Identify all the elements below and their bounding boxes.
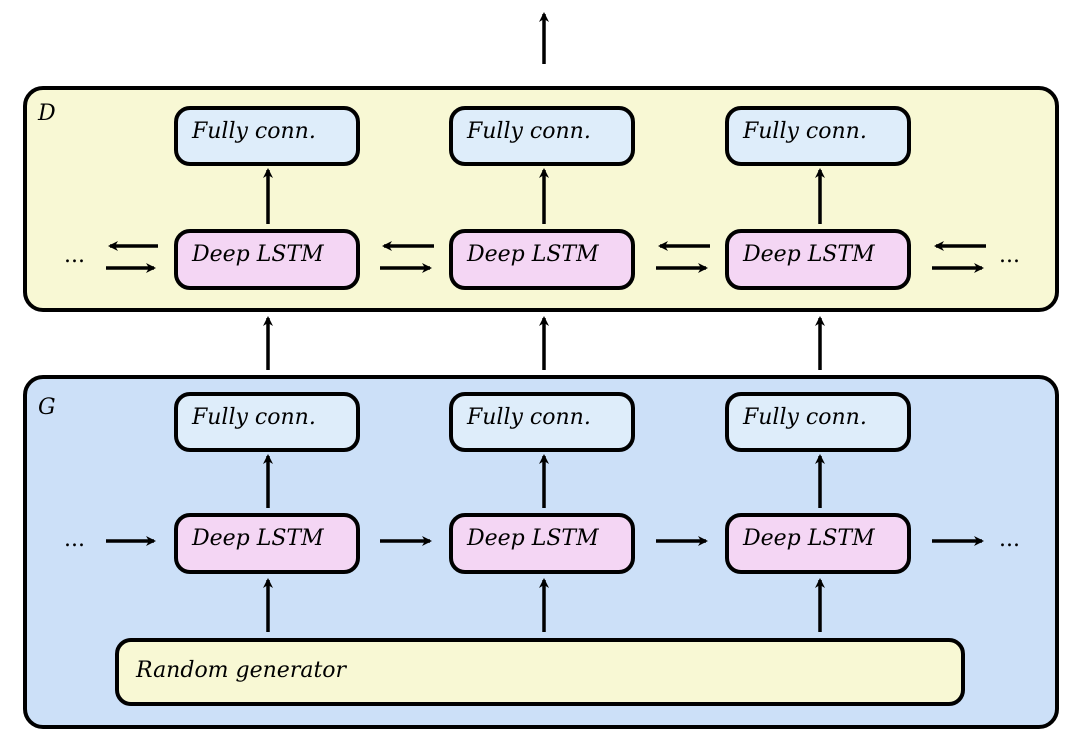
d-lstm-box-2	[449, 229, 635, 290]
d-fc-label-1: Fully conn.	[191, 119, 316, 144]
g-lstm-label-2: Deep LSTM	[466, 526, 599, 551]
g-fc-label-2: Fully conn.	[466, 405, 591, 430]
d-ellipsis-left: ...	[64, 243, 85, 268]
discriminator-panel: D Fully conn. Fully conn. Fully conn. De…	[23, 86, 1059, 312]
d-fc-box-2	[449, 106, 635, 166]
g-fc-box-3	[725, 392, 911, 452]
g-fc-box-1	[174, 392, 360, 452]
generator-panel: G Fully conn. Fully conn. Fully conn. De…	[23, 375, 1059, 729]
random-generator-label: Random generator	[135, 658, 348, 683]
g-ellipsis-right: ...	[999, 527, 1020, 552]
g-fc-label-1: Fully conn.	[191, 405, 316, 430]
generator-label: G	[38, 395, 56, 420]
d-fc-box-3	[725, 106, 911, 166]
g-lstm-label-3: Deep LSTM	[742, 526, 875, 551]
g-lstm-label-1: Deep LSTM	[191, 526, 324, 551]
d-fc-label-2: Fully conn.	[466, 119, 591, 144]
d-lstm-box-1	[174, 229, 360, 290]
g-lstm-box-3	[725, 513, 911, 574]
g-fc-label-3: Fully conn.	[742, 405, 867, 430]
d-lstm-label-2: Deep LSTM	[466, 242, 599, 267]
d-fc-label-3: Fully conn.	[742, 119, 867, 144]
discriminator-label: D	[37, 101, 56, 126]
d-lstm-box-3	[725, 229, 911, 290]
d-fc-box-1	[174, 106, 360, 166]
g-ellipsis-left: ...	[64, 527, 85, 552]
random-generator-box	[115, 638, 965, 706]
g-fc-box-2	[449, 392, 635, 452]
d-lstm-label-1: Deep LSTM	[191, 242, 324, 267]
g-lstm-box-2	[449, 513, 635, 574]
d-lstm-label-3: Deep LSTM	[742, 242, 875, 267]
g-lstm-box-1	[174, 513, 360, 574]
d-ellipsis-right: ...	[999, 243, 1020, 268]
